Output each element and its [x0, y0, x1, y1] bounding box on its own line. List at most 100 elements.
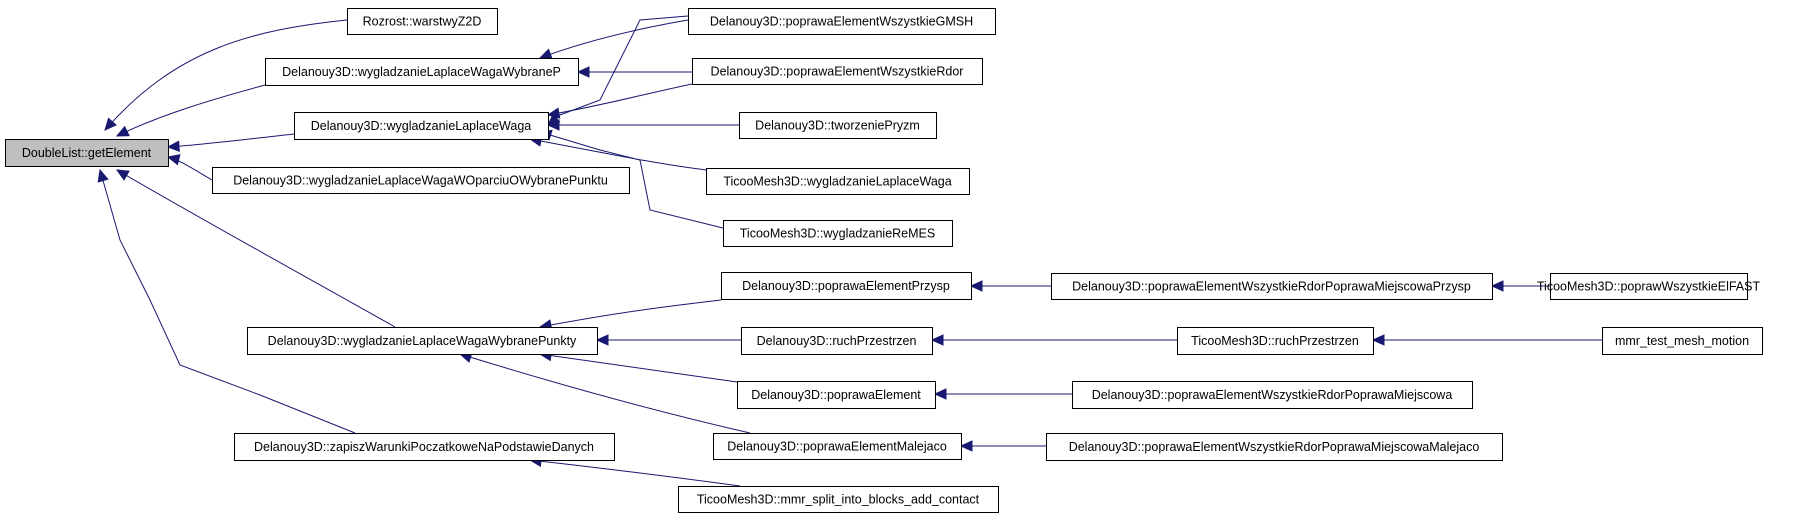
edge-n20-to-n15 [959, 440, 1047, 452]
arrowhead [930, 334, 944, 346]
graph-node-n21[interactable]: TicooMesh3D::poprawWszystkieElFAST [1537, 273, 1761, 300]
edge-line [547, 83, 693, 116]
graph-node-n12[interactable]: Delanouy3D::poprawaElementPrzysp [721, 272, 972, 300]
edge-line [116, 84, 266, 137]
graph-node-n1[interactable]: Rozrost::warstwyZ2D [347, 8, 498, 35]
edge-n18-to-n13 [930, 334, 1177, 346]
edge-line [99, 169, 356, 434]
graph-node-n10[interactable]: TicooMesh3D::wygladzanieLaplaceWaga [706, 168, 970, 195]
arrowhead [115, 169, 130, 181]
arrowhead [1490, 280, 1504, 292]
graph-node-n16[interactable]: TicooMesh3D::mmr_split_into_blocks_add_c… [678, 486, 999, 513]
arrowhead [538, 48, 553, 60]
arrowhead [166, 154, 181, 166]
graph-node-n7[interactable]: Delanouy3D::poprawaElementWszystkieGMSH [688, 8, 996, 35]
node-label: Delanouy3D::poprawaElementWszystkieRdorP… [1069, 440, 1480, 454]
node-box [713, 433, 962, 460]
node-label: Delanouy3D::poprawaElementWszystkieRdorP… [1092, 388, 1453, 402]
arrowhead [546, 119, 560, 131]
node-label: mmr_test_mesh_motion [1615, 334, 1749, 348]
graph-node-n20[interactable]: Delanouy3D::poprawaElementWszystkieRdorP… [1046, 433, 1503, 461]
edge-n8-to-n3 [546, 83, 693, 119]
node-label: TicooMesh3D::ruchPrzestrzen [1191, 334, 1359, 348]
node-label: Delanouy3D::wygladzanieLaplaceWagaWybran… [268, 334, 577, 348]
node-box [692, 58, 983, 85]
arrowhead [115, 125, 130, 137]
edge-n19-to-n14 [933, 388, 1072, 400]
node-label: TicooMesh3D::wygladzanieReMES [740, 227, 935, 241]
arrowhead [97, 168, 109, 183]
node-label: Delanouy3D::poprawaElement [751, 388, 921, 402]
node-label: Delanouy3D::ruchPrzestrzen [757, 334, 917, 348]
node-box [723, 220, 953, 247]
node-box [5, 139, 169, 167]
edge-line [529, 138, 707, 171]
graph-node-n11[interactable]: TicooMesh3D::wygladzanieReMES [723, 220, 953, 247]
edge-n8-to-n2 [576, 66, 692, 78]
edge-n1-to-n0 [104, 19, 348, 131]
edge-line [529, 459, 741, 487]
edge-line [539, 131, 724, 229]
node-box [739, 112, 937, 139]
edge-line [116, 169, 396, 328]
node-box [741, 327, 933, 355]
edge-n12-to-n5 [538, 299, 722, 331]
node-label: Rozrost::warstwyZ2D [363, 15, 482, 29]
node-label: Delanouy3D::poprawaElementMalejaco [727, 440, 947, 454]
graph-node-n2[interactable]: Delanouy3D::wygladzanieLaplaceWagaWybran… [265, 58, 579, 86]
node-label: Delanouy3D::poprawaElementWszystkieRdorP… [1072, 280, 1471, 294]
node-label: Delanouy3D::zapiszWarunkiPoczatkoweNaPod… [254, 440, 594, 454]
node-box [294, 112, 549, 140]
arrowhead [933, 388, 947, 400]
node-label: DoubleList::getElement [22, 146, 152, 160]
node-box [1177, 327, 1374, 355]
arrowhead [1371, 334, 1385, 346]
edge-n15-to-n5 [458, 351, 751, 434]
arrowhead [959, 440, 973, 452]
graph-node-n4[interactable]: Delanouy3D::wygladzanieLaplaceWagaWOparc… [212, 167, 630, 194]
node-box [234, 433, 615, 461]
arrowhead [166, 140, 180, 153]
arrowhead [104, 117, 117, 131]
node-label: TicooMesh3D::mmr_split_into_blocks_add_c… [697, 493, 980, 507]
graph-node-n0[interactable]: DoubleList::getElement [5, 139, 169, 167]
edge-line [539, 19, 689, 59]
graph-node-n3[interactable]: Delanouy3D::wygladzanieLaplaceWaga [294, 112, 549, 140]
graph-node-n14[interactable]: Delanouy3D::poprawaElement [737, 381, 936, 409]
edge-line [167, 133, 295, 148]
edge-line [539, 299, 722, 328]
graph-node-n6[interactable]: Delanouy3D::zapiszWarunkiPoczatkoweNaPod… [234, 433, 615, 461]
nodes-layer: DoubleList::getElement Rozrost::warstwyZ2… [5, 8, 1763, 513]
node-box [688, 8, 996, 35]
node-box [1602, 327, 1763, 355]
graph-node-n15[interactable]: Delanouy3D::poprawaElementMalejaco [713, 433, 962, 460]
node-box [1550, 273, 1748, 300]
edge-line [104, 19, 348, 131]
graph-node-n9[interactable]: Delanouy3D::tworzeniePryzm [739, 112, 937, 139]
edge-n14-to-n5 [538, 349, 738, 383]
edge-n7-to-n2 [538, 19, 689, 60]
graph-node-n17[interactable]: Delanouy3D::poprawaElementWszystkieRdorP… [1051, 273, 1493, 300]
arrowhead [576, 66, 590, 78]
graph-node-n13[interactable]: Delanouy3D::ruchPrzestrzen [741, 327, 933, 355]
graph-node-n22[interactable]: mmr_test_mesh_motion [1602, 327, 1763, 355]
edge-n5-to-n0 [115, 169, 396, 328]
node-label: Delanouy3D::wygladzanieLaplaceWagaWybran… [282, 65, 561, 79]
edge-line [539, 353, 738, 383]
graph-node-n19[interactable]: Delanouy3D::poprawaElementWszystkieRdorP… [1072, 381, 1473, 409]
edge-n2-to-n0 [115, 84, 266, 137]
node-box [1051, 273, 1493, 300]
graph-node-n18[interactable]: TicooMesh3D::ruchPrzestrzen [1177, 327, 1374, 355]
edge-n9-to-n3 [546, 119, 739, 131]
node-box [347, 8, 498, 35]
edge-n13-to-n5 [595, 334, 741, 346]
graph-node-n8[interactable]: Delanouy3D::poprawaElementWszystkieRdor [692, 58, 983, 85]
graph-node-n5[interactable]: Delanouy3D::wygladzanieLaplaceWagaWybran… [247, 327, 598, 355]
edge-line [459, 353, 751, 434]
arrowhead [969, 280, 983, 292]
edge-n4-to-n0 [166, 154, 213, 181]
edge-n22-to-n18 [1371, 334, 1602, 346]
node-label: Delanouy3D::wygladzanieLaplaceWagaWOparc… [233, 174, 608, 188]
node-box [212, 167, 630, 194]
